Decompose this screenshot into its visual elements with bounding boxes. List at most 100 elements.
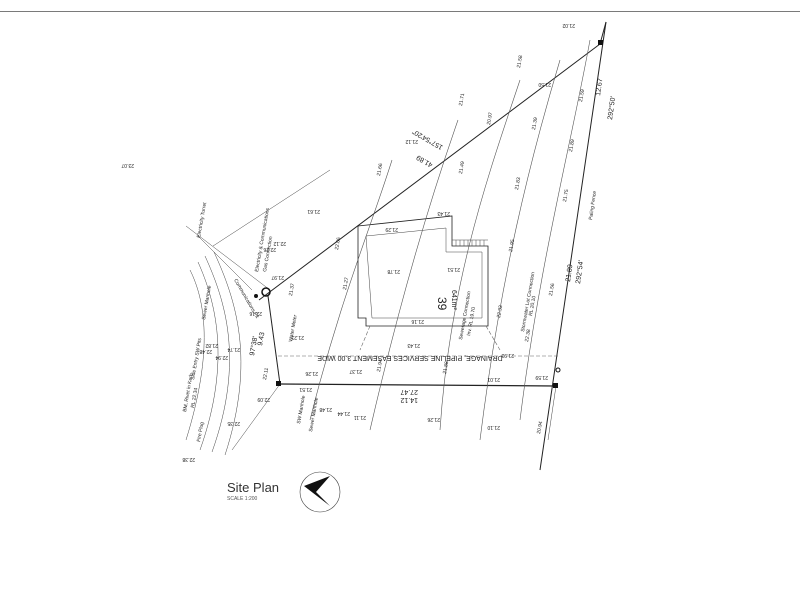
kerb-curve-4 [185, 269, 205, 441]
spot-height: 21.74 [227, 346, 240, 352]
contour-3 [439, 79, 521, 431]
spot-height: 21.48 [319, 406, 332, 412]
spot-height: 22.16 [249, 310, 262, 316]
spot-height: 21.43 [407, 342, 420, 348]
north-arrow [299, 471, 341, 513]
boundary-east [539, 21, 607, 471]
neighbour-line-3 [197, 235, 253, 291]
contour-5 [519, 39, 591, 421]
boundary-south [279, 383, 557, 387]
neighbour-line-4 [231, 383, 281, 451]
spot-height: 22.94 [215, 354, 228, 360]
sewer-manhole-label-1: Sewer Manhole [201, 285, 213, 320]
spot-height: 21.16 [411, 318, 424, 324]
neighbour-line-2 [185, 225, 271, 291]
driveway-line [359, 325, 501, 351]
stormwater-icon [555, 367, 561, 373]
spot-height: 21.56 [548, 283, 556, 297]
neighbour-line-5 [547, 385, 557, 441]
contour-4 [479, 59, 561, 441]
spot-height: 21.43 [437, 210, 450, 216]
spot-height: 21.97 [271, 274, 284, 280]
peg-ne [598, 40, 603, 45]
house-inner [365, 227, 483, 319]
spot-height: 22.48 [199, 348, 212, 354]
spot-height: 22.33 [496, 305, 504, 319]
contour-2 [369, 119, 459, 431]
spot-height: 21.93 [501, 352, 514, 358]
services-pit-icon [261, 287, 271, 297]
spot-height: 22.35 [227, 420, 240, 426]
spot-height: 21.44 [337, 410, 350, 416]
sewer-manhole-icon [254, 294, 258, 298]
spot-height: 21.59 [578, 89, 586, 103]
spot-height: 21.71 [458, 93, 466, 107]
spot-height: 21.26 [305, 370, 318, 376]
electricity-turret-label: Electricity Turret [196, 201, 208, 238]
paling-fence-label: Paling Fence [588, 190, 598, 220]
spot-height: 21.59 [535, 374, 548, 380]
spot-height: 21.12 [405, 138, 418, 144]
spot-height: 21.95 [508, 239, 516, 253]
spot-height: 21.88 [442, 361, 450, 375]
page-title: Site Plan [227, 480, 280, 495]
spot-height: 21.26 [427, 416, 440, 422]
spot-height: 21.49 [458, 161, 466, 175]
sewer-manhole-label-2: Sewer Manhole [308, 397, 320, 432]
spot-height: 21.61 [307, 208, 320, 214]
peg-se [553, 383, 558, 388]
spot-height: 21.50 [538, 81, 551, 87]
spot-height: 20.94 [536, 421, 544, 435]
spot-height: 20.97 [486, 112, 494, 126]
stairs [452, 239, 488, 246]
house-footprint [357, 215, 489, 327]
kerb-curve-2 [204, 255, 230, 453]
lot-area: 641m² [450, 290, 457, 311]
spot-height: 21.78 [387, 268, 400, 274]
front-bearing: 97°38' [248, 336, 259, 357]
water-meter-label: Water Meter [288, 314, 299, 342]
spot-height: 21.51 [447, 266, 460, 272]
easement-label: DRAINAGE, PIPELINE SERVICES EASEMENT 3.0… [317, 354, 503, 361]
top-rule [0, 11, 800, 12]
spot-height: 21.37 [349, 368, 362, 374]
kerb-curve-3 [213, 251, 242, 456]
spot-height: 21.75 [562, 189, 570, 203]
spot-heights: 21.02 21.58 21.50 21.71 21.59 21.39 20.9… [121, 22, 586, 462]
east-length: 21.89 [565, 264, 574, 282]
ne-length: 12.67 [595, 78, 604, 96]
spot-height: 22.11 [262, 367, 270, 380]
spot-height: 21.58 [516, 55, 524, 69]
bm-rl-label: RL 22.34 [190, 387, 199, 408]
sewer-inv-label: Inv. RL 19.70 [466, 306, 477, 336]
spot-height: 21.29 [385, 226, 398, 232]
neighbour-line-1 [212, 169, 331, 247]
front-length: 9.43 [257, 332, 266, 347]
scale-label: SCALE 1:200 [227, 496, 258, 502]
ne-bearing: 292°50' [606, 96, 617, 120]
spot-height: 22.26 [263, 246, 276, 252]
stormwater-rl-label: RL 20.10 [528, 295, 537, 316]
boundary-north [258, 43, 601, 301]
spot-height: 22.38 [182, 456, 195, 462]
spot-height: 21.37 [288, 283, 296, 297]
spot-height: 21.66 [376, 163, 384, 177]
spot-height: 21.94 [376, 359, 384, 373]
peg-sw [276, 381, 281, 386]
north-arrow-icon [304, 476, 330, 506]
spot-height: 22.06 [334, 237, 342, 251]
spot-height: 21.82 [205, 342, 218, 348]
spot-height: 21.11 [354, 414, 366, 420]
spot-height: 21.89 [568, 139, 576, 153]
boundary-front [267, 295, 281, 385]
spot-height: 21.01 [487, 376, 500, 382]
spot-height: 21.10 [487, 424, 500, 430]
fire-plug-label: Fire Plug [196, 421, 205, 442]
spot-height: 21.23 [291, 334, 304, 340]
spot-height: 22.12 [273, 240, 286, 246]
spot-height: 22.09 [257, 396, 270, 402]
south-bearing: 14.12 [400, 396, 418, 403]
contour-1 [309, 159, 393, 421]
lot-number: 39 [435, 297, 449, 311]
